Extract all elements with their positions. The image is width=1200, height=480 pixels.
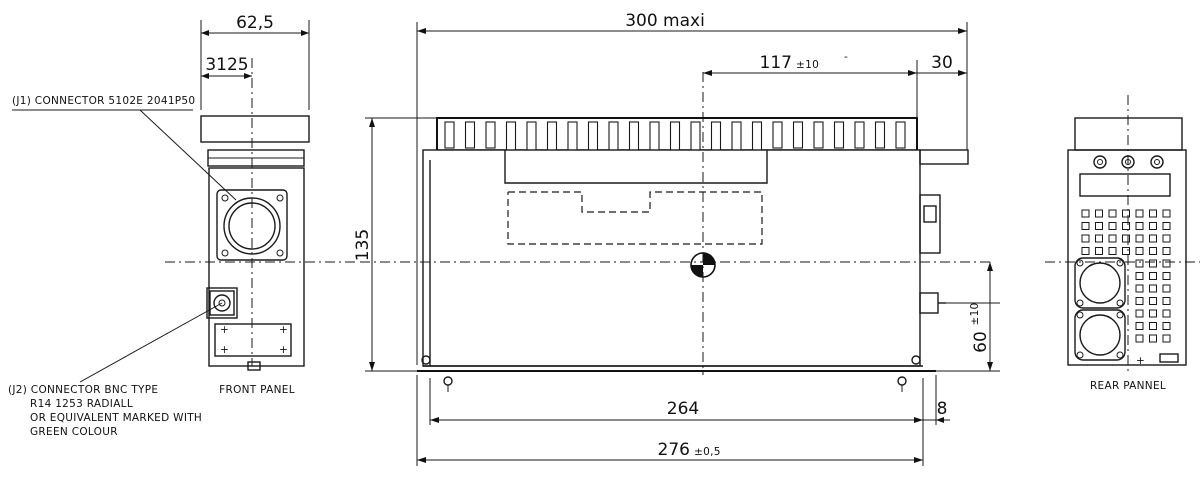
vent-hole xyxy=(1081,247,1090,255)
vent-hole xyxy=(1122,247,1130,255)
vent-hole xyxy=(1135,297,1144,305)
vent-hole xyxy=(1149,309,1157,318)
vent-hole xyxy=(1162,272,1171,280)
vent-hole xyxy=(1135,334,1144,343)
connector-height-tol: ±10 xyxy=(969,302,981,325)
rear-connector-lower xyxy=(1074,309,1126,361)
base-length-tol: ±0,5 xyxy=(694,446,721,458)
vent-hole xyxy=(1162,309,1171,318)
vent-hole xyxy=(1081,222,1090,230)
vent-hole xyxy=(1122,234,1130,243)
front-panel-view: + + + + 62,5 3125 (J1) CONNECTOR 5102E 2… xyxy=(8,13,355,438)
vent-hole xyxy=(1135,209,1144,218)
vent-hole xyxy=(1095,209,1103,218)
j2-label-line-1: (J2) CONNECTOR BNC TYPE xyxy=(8,384,158,396)
j1-label: (J1) CONNECTOR 5102E 2041P50 xyxy=(12,95,195,107)
front-nameplate: + + + + xyxy=(214,323,292,357)
front-top-block xyxy=(200,115,310,143)
foot-offset-dim: 8 xyxy=(937,399,948,419)
vent-hole xyxy=(1122,209,1130,218)
connector-height-dim: 60 xyxy=(971,331,991,353)
svg-text:+: + xyxy=(279,324,288,336)
vent-hole xyxy=(1135,309,1144,318)
vent-hole xyxy=(1162,234,1171,243)
svg-text:+: + xyxy=(220,324,229,336)
vent-hole xyxy=(1162,322,1171,330)
foot-spacing-dim: 264 xyxy=(667,399,699,419)
vent-hole xyxy=(1162,247,1171,255)
vent-hole xyxy=(1135,259,1144,268)
front-panel-title: FRONT PANEL xyxy=(219,384,295,396)
vent-hole xyxy=(1108,247,1117,255)
vent-hole xyxy=(1108,234,1117,243)
rear-vent-grid xyxy=(1081,209,1171,343)
vent-hole xyxy=(1149,272,1157,280)
vent-hole xyxy=(1135,322,1144,330)
vent-hole xyxy=(1095,234,1103,243)
rear-plus-mark: + xyxy=(1136,355,1145,367)
fin-slot xyxy=(792,121,804,149)
vent-hole xyxy=(1149,284,1157,293)
fin-slot xyxy=(854,121,865,149)
vent-hole xyxy=(1149,209,1157,218)
fin-tol: ±10 xyxy=(796,59,819,71)
vent-hole xyxy=(1162,297,1171,305)
rear-connector-upper xyxy=(1074,257,1126,309)
vent-hole xyxy=(1135,284,1144,293)
vent-hole xyxy=(1162,222,1171,230)
vent-hole xyxy=(1095,247,1103,255)
vent-hole xyxy=(1149,297,1157,305)
fin-dim: 117 xyxy=(760,53,792,73)
j2-bnc-connector xyxy=(206,287,238,319)
j2-label-line-3: OR EQUIVALENT MARKED WITH xyxy=(30,412,202,424)
fin-slot xyxy=(444,121,455,149)
j2-label-line-2: R14 1253 RADIALL xyxy=(30,398,133,410)
fin-tol-mark: - xyxy=(844,51,848,63)
rear-panel-title: REAR PANNEL xyxy=(1090,380,1166,392)
front-body xyxy=(208,167,305,367)
vent-hole xyxy=(1135,247,1144,255)
fin-slot xyxy=(895,121,906,149)
svg-text:+: + xyxy=(220,344,229,356)
svg-text:+: + xyxy=(279,344,288,356)
vent-hole xyxy=(1122,222,1130,230)
fin-slot xyxy=(874,121,886,149)
vent-hole xyxy=(1095,222,1103,230)
vent-hole xyxy=(1162,209,1171,218)
base-length-dim: 276 xyxy=(658,440,690,460)
vent-hole xyxy=(1149,322,1157,330)
vent-hole xyxy=(1162,334,1171,343)
vent-hole xyxy=(1162,259,1171,268)
fin-slot xyxy=(772,121,783,149)
side-view: 300 maxi 117 ±10 - 30 135 60 ±10 xyxy=(353,11,1000,466)
height-dim: 135 xyxy=(353,229,373,261)
vent-hole xyxy=(1135,234,1144,243)
vent-hole xyxy=(1081,234,1090,243)
vent-hole xyxy=(1135,272,1144,280)
fin-slot xyxy=(485,121,496,149)
vent-hole xyxy=(1135,222,1144,230)
side-body xyxy=(422,149,921,367)
vent-hole xyxy=(1149,334,1157,343)
front-width-dim: 62,5 xyxy=(236,13,274,33)
vent-hole xyxy=(1149,234,1157,243)
overall-length-dim: 300 maxi xyxy=(625,11,705,31)
rear-body xyxy=(1067,149,1187,366)
fin-slot xyxy=(813,121,824,149)
vent-hole xyxy=(1081,209,1090,218)
front-offset-dim: 3125 xyxy=(205,55,248,75)
vent-hole xyxy=(1108,209,1117,218)
vent-hole xyxy=(1108,222,1117,230)
fin-slot xyxy=(464,121,476,149)
fin-slot xyxy=(833,121,845,149)
vent-hole xyxy=(1149,259,1157,268)
rear-panel-view: + REAR PANNEL xyxy=(1045,95,1200,392)
j2-label-line-4: GREEN COLOUR xyxy=(30,426,118,438)
vent-hole xyxy=(1162,284,1171,293)
vent-hole xyxy=(1149,222,1157,230)
vent-hole xyxy=(1149,247,1157,255)
rear-dim: 30 xyxy=(931,53,953,73)
